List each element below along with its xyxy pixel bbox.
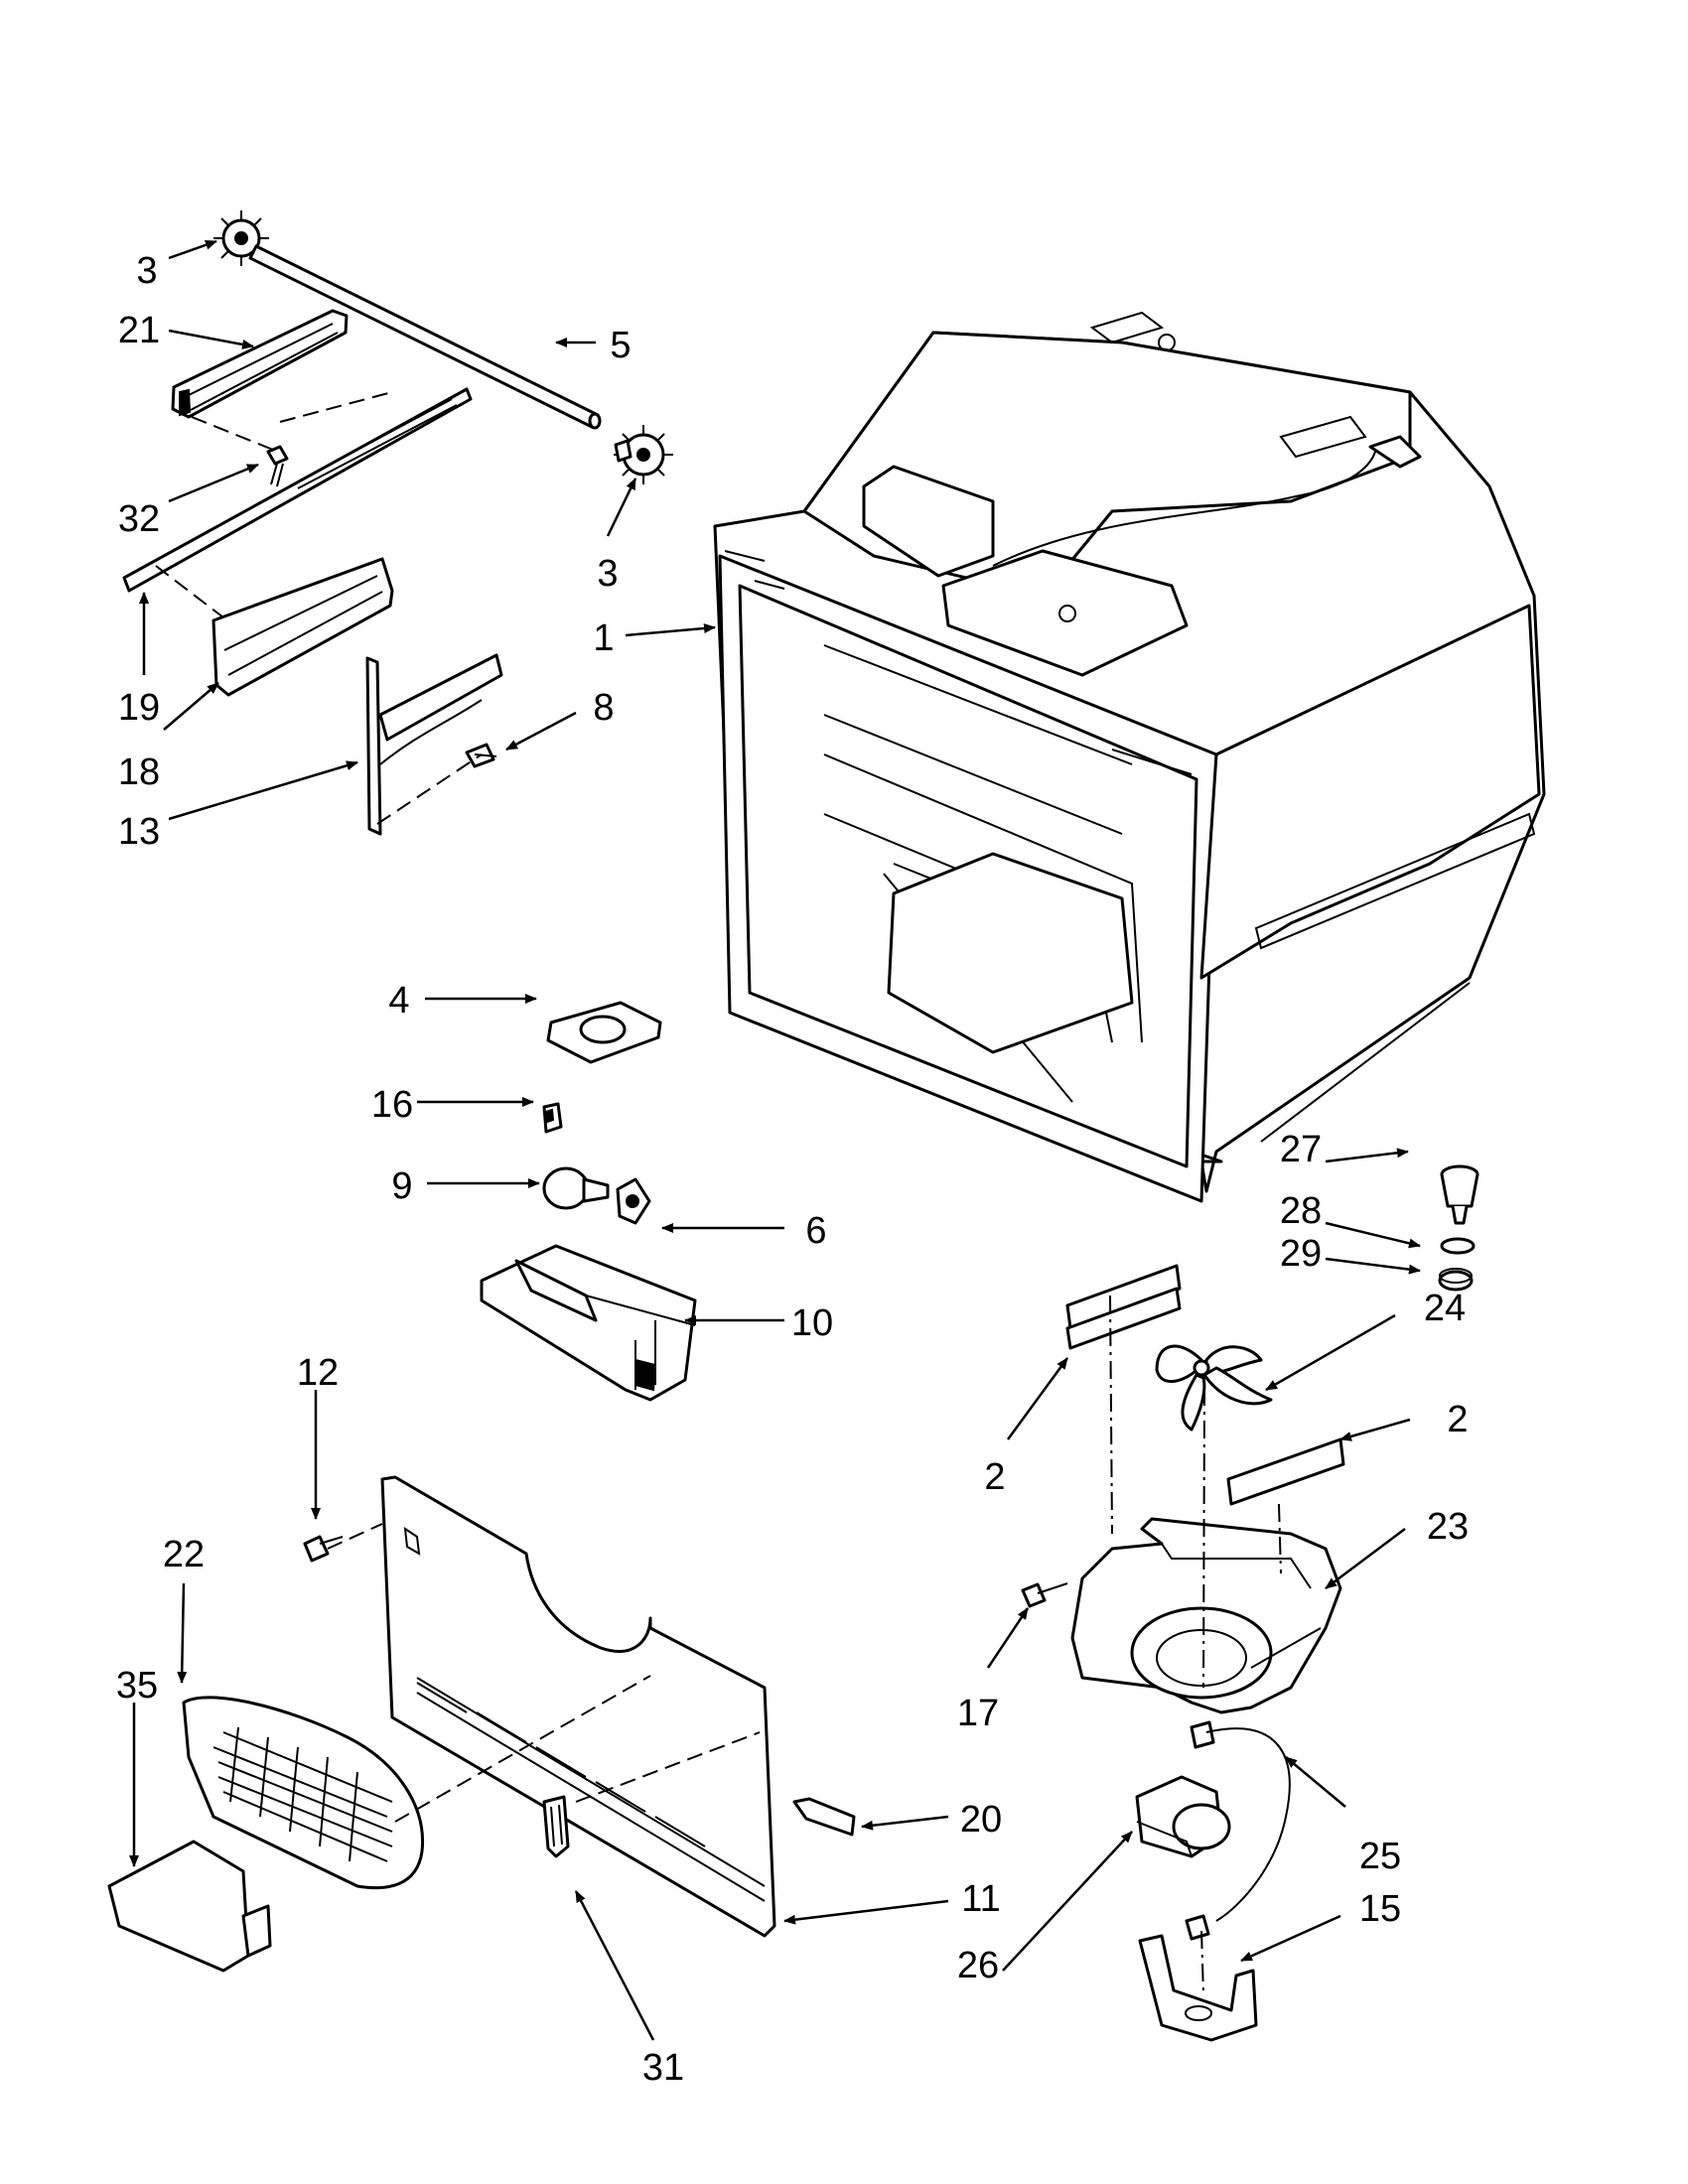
leader-lines — [129, 239, 1421, 2041]
callout-15: 15 — [1359, 1888, 1401, 1930]
callout-3-gear-bottom: 3 — [597, 553, 618, 595]
callout-12: 12 — [297, 1352, 339, 1394]
part-23-fan-shroud — [1070, 1517, 1342, 1714]
callout-21: 21 — [118, 310, 160, 351]
callout-20: 20 — [960, 1799, 1002, 1841]
part-1-liner — [713, 311, 1546, 1203]
callout-3-gear-top: 3 — [136, 250, 157, 292]
part-25-thermistor-wire — [1190, 1720, 1291, 1922]
part-26-fan-motor — [1135, 1775, 1231, 1858]
part-21-slide-bracket — [171, 309, 349, 419]
part-29-disk — [1438, 1268, 1474, 1292]
callout-31: 31 — [642, 2047, 684, 2089]
callout-6: 6 — [805, 1210, 826, 1252]
part-15-motor-bracket — [1138, 1914, 1258, 2042]
part-24-fan-blade — [1155, 1344, 1273, 1432]
part-11-rear-panel — [380, 1475, 776, 1938]
part-13-bracket — [365, 653, 503, 836]
part-18-rail-cover — [211, 557, 394, 697]
part-10-light-housing — [480, 1244, 697, 1402]
callout-9: 9 — [391, 1165, 412, 1207]
callout-23: 23 — [1427, 1506, 1469, 1548]
part-2-insulation-upper — [1065, 1264, 1182, 1350]
callout-5: 5 — [610, 325, 631, 366]
part-4-switch — [546, 1001, 662, 1064]
part-35-toe-grille-cover — [107, 1840, 272, 1973]
callout-26: 26 — [957, 1945, 999, 1986]
callout-35: 35 — [116, 1665, 158, 1706]
callout-16: 16 — [371, 1084, 413, 1126]
part-20-foam-strip — [792, 1797, 856, 1837]
callout-10: 10 — [791, 1302, 833, 1344]
part-3-gear-bottom — [614, 425, 673, 484]
part-19-slide-rail — [122, 387, 473, 593]
part-5-rod — [248, 244, 602, 430]
callout-28: 28 — [1280, 1190, 1322, 1232]
callout-25: 25 — [1359, 1836, 1401, 1877]
part-12-screw — [303, 1535, 344, 1563]
callout-27: 27 — [1280, 1129, 1322, 1170]
part-32-screw — [266, 445, 289, 487]
part-31-clip — [542, 1795, 570, 1858]
callout-17: 17 — [957, 1693, 999, 1734]
part-16-switch-small — [542, 1102, 563, 1134]
callout-22: 22 — [163, 1534, 205, 1575]
callout-29: 29 — [1280, 1233, 1322, 1275]
part-2-insulation-lower — [1226, 1437, 1345, 1506]
part-17-screw — [1021, 1582, 1068, 1608]
callout-2-lower: 2 — [1447, 1399, 1468, 1440]
callout-2-upper: 2 — [984, 1456, 1005, 1498]
callout-8: 8 — [593, 687, 614, 729]
callout-11: 11 — [961, 1878, 1000, 1920]
part-9-bulb — [542, 1166, 610, 1210]
callout-32: 32 — [118, 498, 160, 540]
callout-18: 18 — [118, 751, 160, 793]
part-3-gear-top — [213, 210, 269, 266]
part-28-ring — [1440, 1237, 1476, 1255]
callout-13: 13 — [118, 811, 160, 853]
part-6-socket — [616, 1177, 651, 1225]
callout-24: 24 — [1424, 1288, 1466, 1329]
callout-4: 4 — [388, 980, 409, 1022]
part-27-grommet — [1440, 1164, 1479, 1225]
part-22-front-grille — [182, 1696, 425, 1890]
callout-19: 19 — [118, 687, 160, 729]
callout-labels: 3 21 5 32 3 1 19 18 8 13 4 16 9 6 10 27 … — [116, 250, 1469, 2089]
callout-1: 1 — [593, 617, 614, 659]
